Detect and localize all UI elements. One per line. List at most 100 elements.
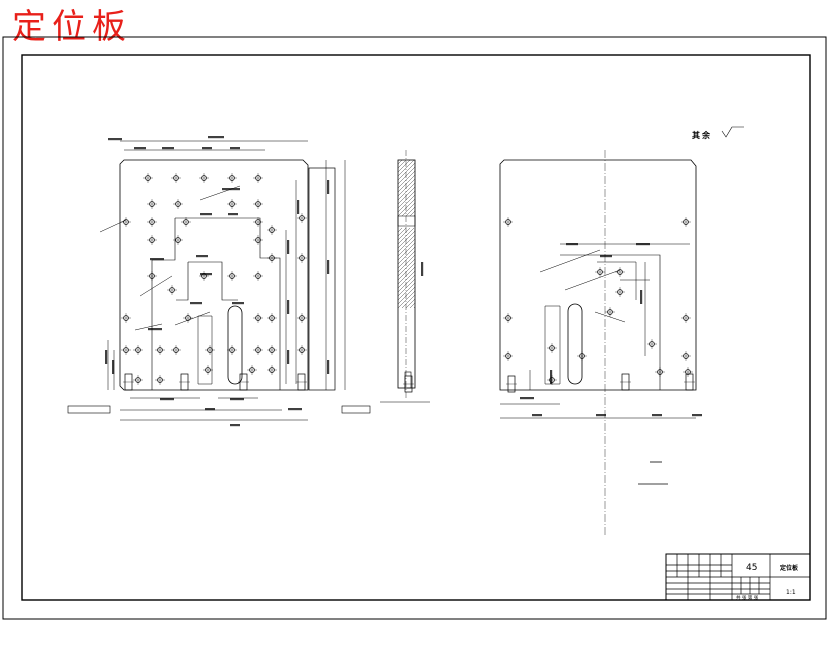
roughness-note: 其余 (692, 126, 744, 140)
vdim-mark-11 (550, 370, 553, 384)
hole-13 (199, 173, 209, 183)
hole-32 (155, 345, 165, 355)
title-block-text: 45 定位板 1:1 共 张 第 张 (736, 563, 799, 601)
hole-49 (681, 351, 691, 361)
hole-41 (203, 365, 213, 375)
hole-44 (503, 217, 513, 227)
hole-14 (227, 173, 237, 183)
dim-mark-12 (160, 398, 174, 401)
hole-1 (147, 199, 157, 209)
dim-mark-0 (108, 138, 122, 141)
dim-mark-16 (288, 408, 302, 411)
hole-19 (227, 271, 237, 281)
pin-7 (684, 373, 695, 391)
rear-plate-outline (499, 159, 697, 391)
hole-53 (595, 267, 605, 277)
dim-mark-1 (208, 136, 224, 139)
dim-mark-18 (636, 243, 650, 246)
hole-37 (267, 345, 277, 355)
vdim-mark-8 (112, 360, 115, 374)
hole-45 (681, 217, 691, 227)
dim-mark-24 (692, 414, 702, 417)
dim-mark-3 (162, 147, 174, 150)
dim-mark-9 (200, 273, 212, 276)
front-slot (227, 305, 243, 385)
vdim-mark-3 (287, 240, 290, 254)
dim-mark-10 (190, 302, 202, 305)
hole-17 (167, 285, 177, 295)
pin-6 (620, 373, 631, 391)
hole-12 (171, 173, 181, 183)
hole-26 (121, 313, 131, 323)
hole-47 (681, 313, 691, 323)
hole-50 (547, 343, 557, 353)
rear-view (499, 150, 697, 535)
hole-24 (297, 253, 307, 263)
hole-29 (267, 313, 277, 323)
hole-55 (615, 287, 625, 297)
dim-mark-21 (532, 414, 542, 417)
dim-mark-15 (230, 424, 240, 427)
hole-40 (155, 375, 165, 385)
vdim-mark-0 (327, 180, 330, 194)
pin-0 (123, 373, 134, 391)
hole-39 (133, 375, 143, 385)
hole-6 (173, 235, 183, 245)
hole-52 (577, 351, 587, 361)
hole-4 (173, 199, 183, 209)
vdim-mark-7 (105, 350, 108, 364)
dim-mark-27 (148, 328, 162, 331)
hole-10 (253, 235, 263, 245)
dim-mark-17 (566, 243, 578, 246)
dim-mark-25 (222, 188, 240, 191)
hole-35 (227, 345, 237, 355)
vdim-mark-5 (287, 350, 290, 364)
hole-25 (297, 313, 307, 323)
hole-23 (297, 213, 307, 223)
hole-3 (147, 235, 157, 245)
front-plate-outline (119, 159, 309, 391)
hole-56 (605, 307, 615, 317)
hole-54 (615, 267, 625, 277)
dim-mark-13 (230, 398, 244, 401)
hole-pattern (121, 173, 695, 393)
hole-8 (253, 199, 263, 209)
hole-27 (183, 313, 193, 323)
pin-5 (506, 375, 517, 393)
hole-43 (267, 365, 277, 375)
dimension-annotations (105, 136, 702, 427)
pin-4 (403, 375, 414, 393)
vdim-mark-2 (327, 360, 330, 374)
vdim-mark-10 (640, 290, 643, 304)
dim-mark-8 (196, 255, 208, 258)
roughness-symbol (721, 126, 744, 138)
vdim-mark-4 (287, 300, 290, 314)
hole-38 (297, 345, 307, 355)
sheet-border (2, 36, 827, 620)
material-text: 45 (746, 563, 757, 573)
hole-18 (199, 271, 209, 281)
datum-box-middle (341, 405, 371, 414)
dim-mark-14 (205, 408, 215, 411)
rear-slot (567, 303, 583, 385)
hole-36 (253, 345, 263, 355)
dim-mark-22 (596, 414, 606, 417)
hole-22 (267, 253, 277, 263)
dim-mark-11 (232, 302, 244, 305)
hole-28 (253, 313, 263, 323)
dim-mark-6 (200, 213, 212, 216)
section-outline (397, 159, 416, 389)
hole-57 (647, 339, 657, 349)
drawing-frame (21, 54, 811, 601)
hole-21 (267, 225, 277, 235)
hole-33 (171, 345, 181, 355)
hole-46 (503, 313, 513, 323)
hole-5 (181, 217, 191, 227)
sheet-note-text: 共 张 第 张 (736, 594, 759, 601)
vdim-mark-9 (421, 262, 424, 276)
document-title: 定位板 (12, 7, 132, 47)
scale-text: 1:1 (786, 589, 796, 596)
pin-1 (179, 373, 190, 391)
